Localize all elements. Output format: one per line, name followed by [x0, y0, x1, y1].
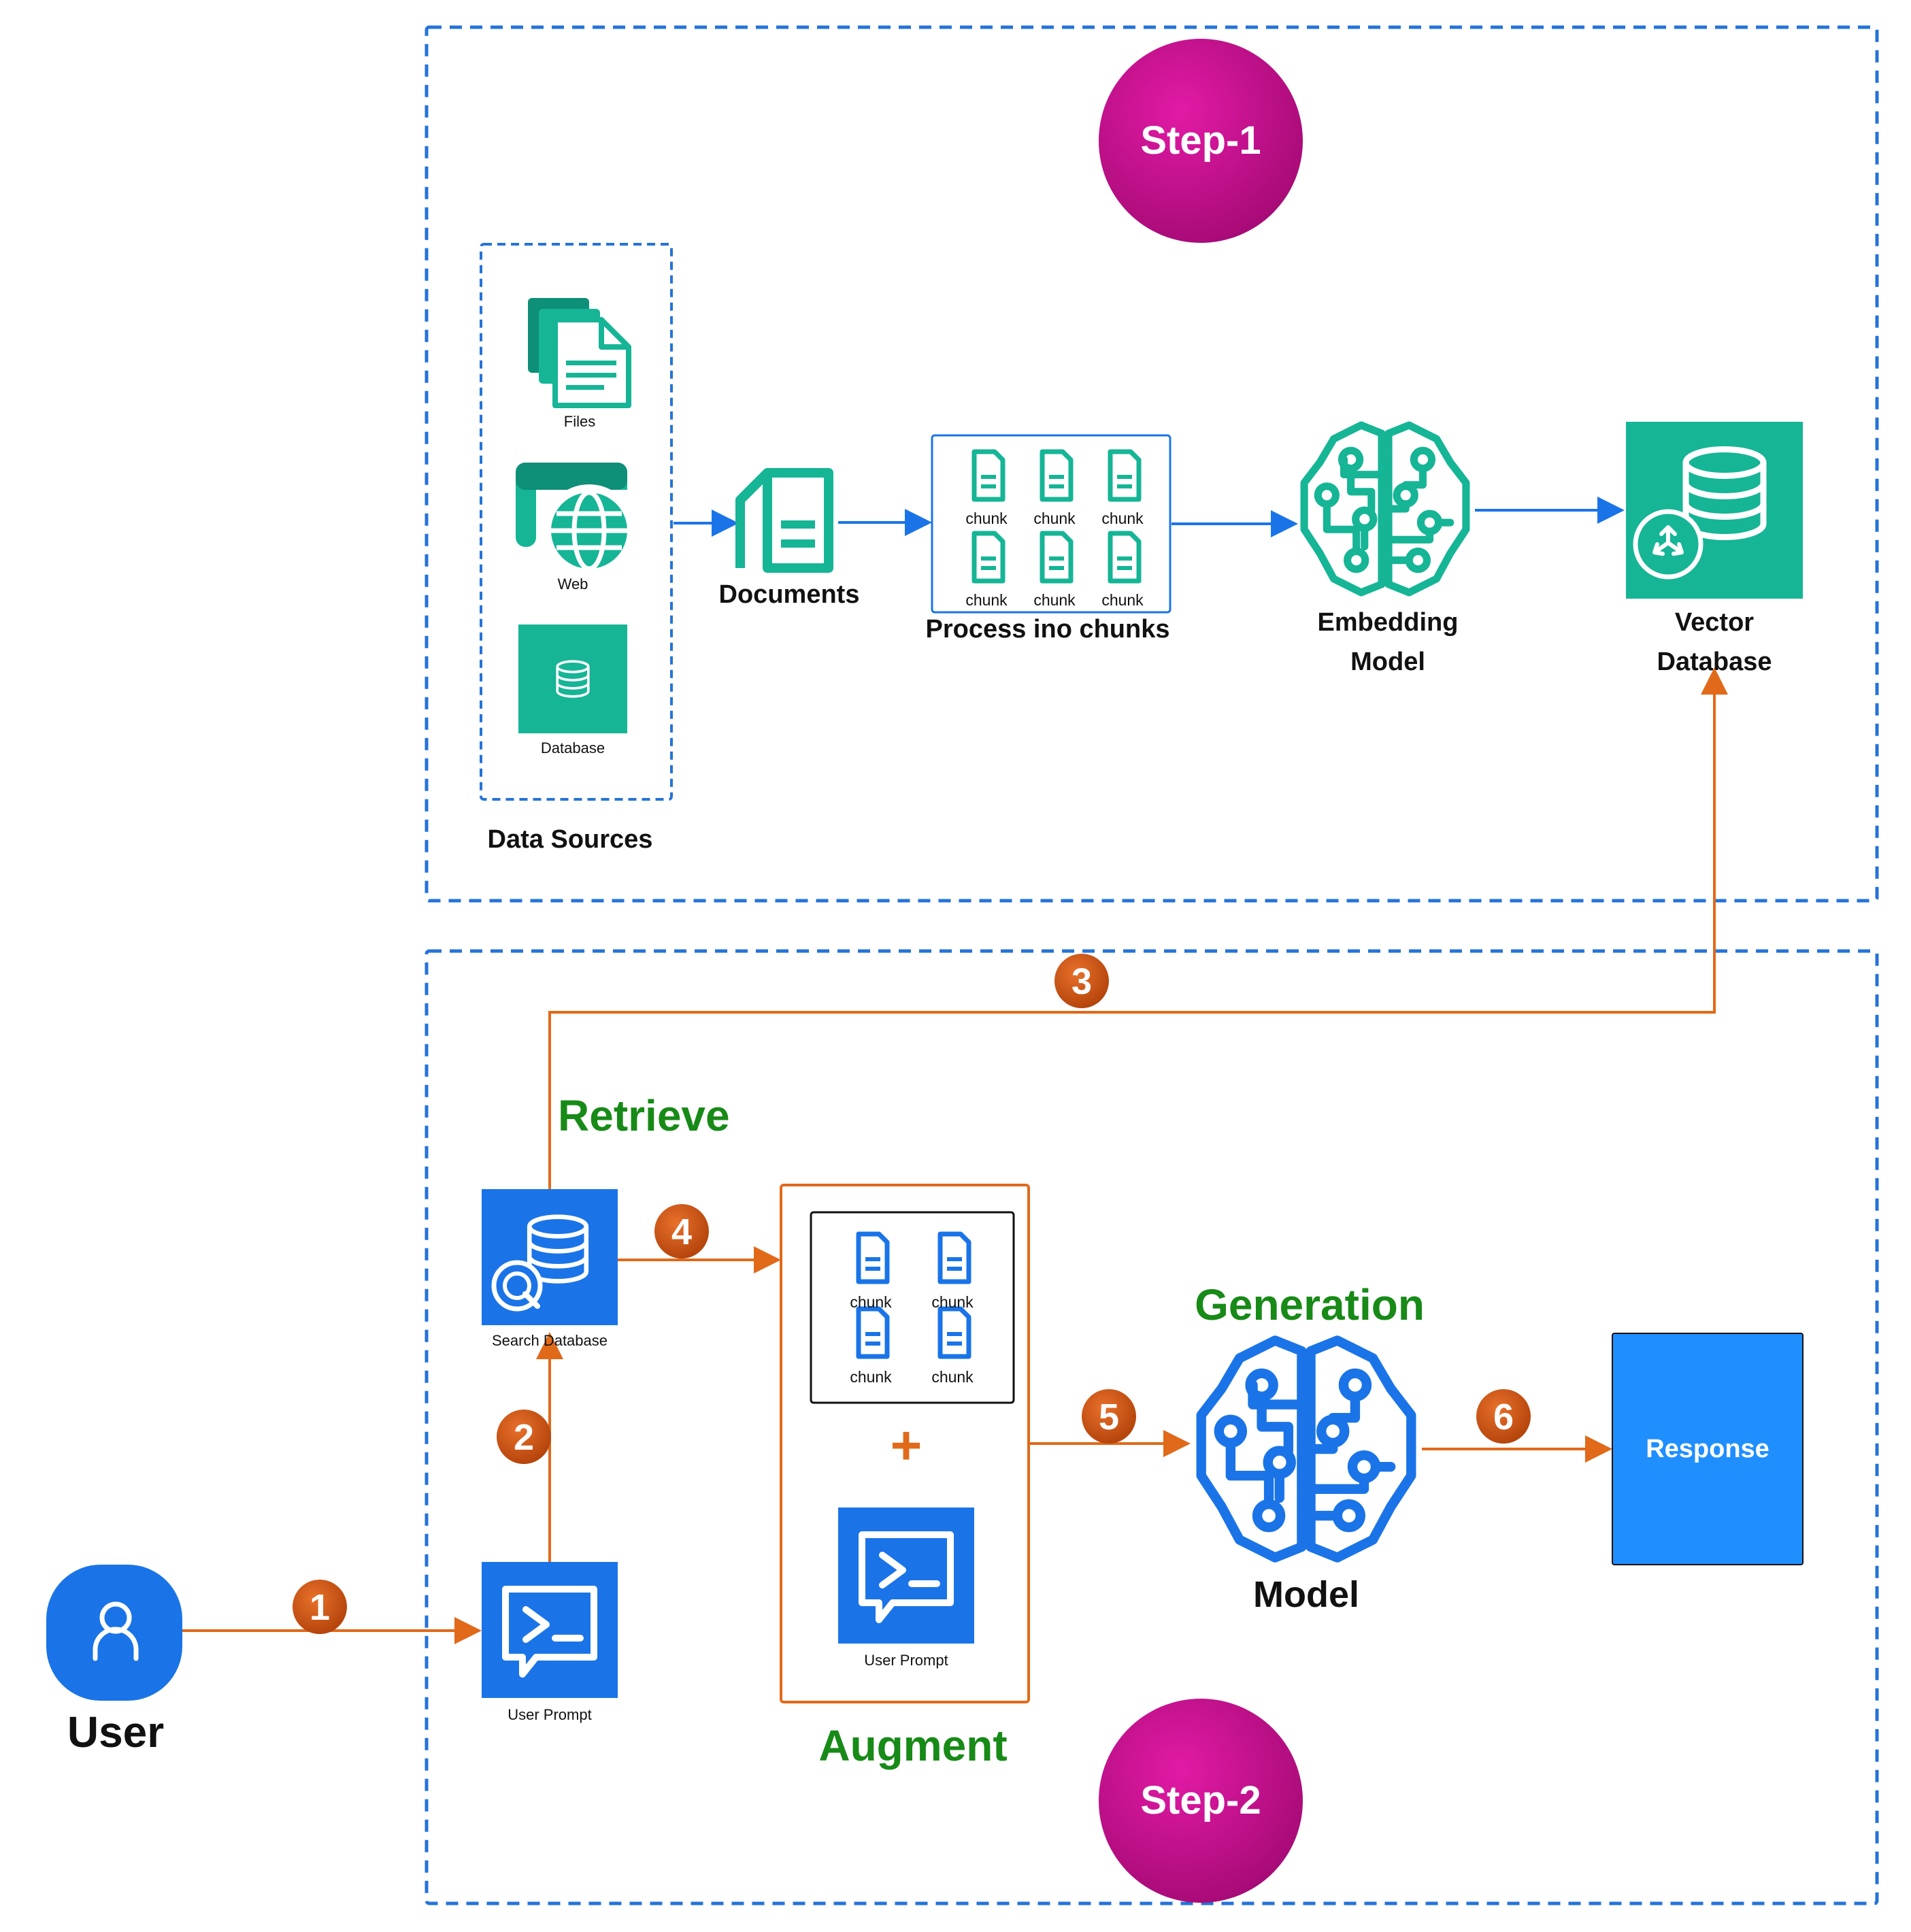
vector-database-icon [1626, 422, 1803, 599]
user-label: User [67, 1708, 164, 1756]
search-database-icon [482, 1189, 618, 1325]
files-icon [528, 298, 631, 408]
chunk-icon [967, 452, 1003, 501]
step-marker-6: 6 [1476, 1389, 1531, 1444]
search-database-label: Search Database [492, 1332, 608, 1349]
augment-user-prompt-label: User Prompt [864, 1652, 948, 1669]
step-marker-6-label: 6 [1493, 1397, 1514, 1437]
embedding-model-icon [1304, 425, 1466, 593]
web-icon [516, 463, 635, 577]
augment-user-prompt-icon [838, 1508, 974, 1644]
database-icon [518, 624, 627, 733]
step-marker-3: 3 [1054, 954, 1109, 1008]
step1-badge-label: Step-1 [1140, 118, 1261, 163]
augment-label: Augment [818, 1721, 1007, 1770]
step-marker-1: 1 [293, 1580, 347, 1634]
chunk-icon [1035, 452, 1071, 501]
database-label: Database [541, 739, 605, 756]
chunk-label: chunk [965, 591, 1008, 609]
web-label: Web [558, 576, 588, 593]
embedding-label-line1: Embedding [1318, 608, 1459, 637]
response-label: Response [1646, 1435, 1769, 1463]
chunk-icon [1103, 452, 1139, 501]
document-icon [735, 468, 833, 573]
chunk-label: chunk [850, 1293, 892, 1311]
files-label: Files [564, 413, 595, 430]
model-label: Model [1253, 1574, 1359, 1615]
augment-plus: + [891, 1415, 923, 1476]
step1-container [425, 25, 1879, 903]
chunk-label: chunk [1033, 510, 1076, 527]
chunk-icon [967, 533, 1003, 582]
chunk-icon [1035, 533, 1071, 582]
step-marker-4-label: 4 [671, 1212, 692, 1252]
step-marker-5: 5 [1082, 1389, 1136, 1444]
chunks-container [931, 434, 1171, 614]
chunk-icon [852, 1234, 887, 1283]
step1-badge: Step-1 [1099, 39, 1303, 243]
chunks-label: Process ino chunks [925, 615, 1169, 644]
response-box [1612, 1333, 1804, 1565]
vector-db-label-line1: Vector [1675, 608, 1754, 637]
step2-container [425, 949, 1879, 1905]
user-icon [46, 1565, 182, 1701]
chunk-label: chunk [931, 1293, 974, 1311]
step2-badge: Step-2 [1099, 1699, 1303, 1903]
chunk-label: chunk [1033, 591, 1076, 609]
step-marker-5-label: 5 [1099, 1397, 1119, 1437]
data-sources-label: Data Sources [488, 825, 653, 854]
user-prompt-icon [482, 1562, 618, 1698]
chunk-label: chunk [965, 510, 1008, 527]
step-marker-1-label: 1 [310, 1587, 330, 1628]
embedding-label-line2: Model [1350, 648, 1425, 676]
chunk-label: chunk [931, 1368, 974, 1386]
augment-chunks-box [810, 1211, 1015, 1404]
arrow-search-to-vector-db [548, 667, 1728, 1189]
step2-badge-label: Step-2 [1140, 1778, 1261, 1822]
documents-label: Documents [719, 580, 860, 609]
step-marker-2: 2 [497, 1410, 551, 1464]
chunk-icon [933, 1309, 969, 1358]
chunk-icon [1103, 533, 1139, 582]
chunk-icon [852, 1309, 887, 1358]
chunk-icon [933, 1234, 969, 1283]
user-prompt-label: User Prompt [508, 1706, 591, 1723]
step-marker-2-label: 2 [514, 1417, 534, 1458]
step-marker-4: 4 [654, 1204, 709, 1259]
generation-label: Generation [1195, 1280, 1425, 1329]
model-icon [1201, 1340, 1412, 1557]
retrieve-label: Retrieve [558, 1091, 730, 1140]
data-sources-container [480, 243, 673, 801]
chunk-label: chunk [850, 1368, 892, 1386]
chunk-label: chunk [1101, 510, 1144, 527]
chunk-label: chunk [1101, 591, 1144, 609]
step-marker-3-label: 3 [1071, 961, 1092, 1002]
